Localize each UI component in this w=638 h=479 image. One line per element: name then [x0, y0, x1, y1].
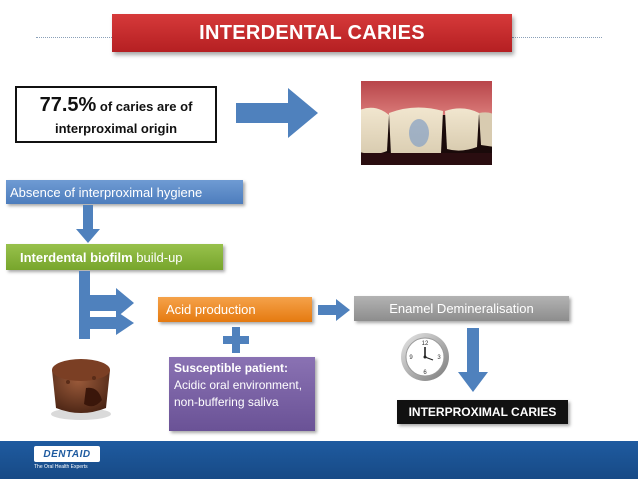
stat-text-b: interproximal origin — [54, 121, 178, 136]
stat-value: 77.5% — [39, 94, 97, 116]
acid-to-enamel-arrow-icon — [318, 299, 350, 321]
clock-icon: 12 3 6 9 — [401, 333, 449, 381]
page-title: INTERDENTAL CARIES — [112, 14, 512, 52]
acid-production-box: Acid production — [158, 297, 312, 322]
tooth-photo — [361, 81, 492, 165]
title-rule-right — [512, 37, 602, 38]
absence-box: Absence of interproximal hygiene — [6, 180, 243, 204]
susceptible-patient-box: Susceptible patient: Acidic oral environ… — [169, 357, 315, 431]
right-arrow-icon — [236, 88, 318, 138]
biofilm-box: Interdental biofilm build-up — [6, 244, 223, 270]
svg-text:9: 9 — [409, 355, 413, 361]
stat-text-a: of caries are of — [99, 99, 193, 114]
chocolate-cake-image — [51, 359, 111, 420]
branch-arrows-icon — [79, 271, 134, 339]
svg-text:12: 12 — [422, 341, 429, 347]
interproximal-caries-box: INTERPROXIMAL CARIES — [397, 400, 568, 424]
plus-icon — [223, 327, 249, 353]
enamel-demineralisation-box: Enamel Demineralisation — [354, 296, 569, 321]
down-arrow-icon — [76, 205, 100, 243]
stat-box: 77.5% of caries are of interproximal ori… — [15, 86, 217, 143]
dentaid-logo: DENTAID The Oral Health Experts — [34, 446, 100, 474]
title-rule-left — [36, 37, 112, 38]
svg-text:3: 3 — [437, 355, 441, 361]
enamel-to-caries-arrow-icon — [458, 328, 488, 392]
footer-bar — [0, 441, 638, 479]
svg-text:6: 6 — [423, 370, 427, 376]
